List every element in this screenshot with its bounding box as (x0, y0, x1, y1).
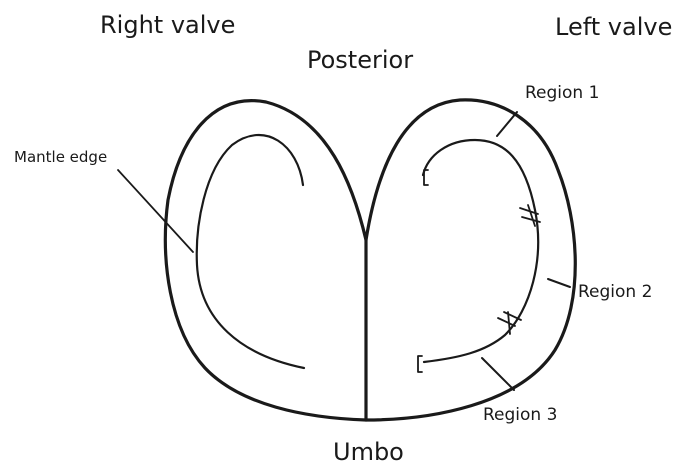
region-1-tick (497, 112, 517, 136)
right-mantle-edge (197, 135, 304, 368)
mantle-edge-leader (118, 170, 193, 252)
region-break-lower (498, 312, 521, 334)
label-umbo: Umbo (333, 440, 404, 464)
label-region-1: Region 1 (525, 85, 599, 102)
label-region-3: Region 3 (483, 407, 557, 424)
label-region-2: Region 2 (578, 284, 652, 301)
region-2-tick (548, 279, 570, 287)
region-3-start-bracket (418, 356, 422, 372)
label-left-valve: Left valve (555, 15, 672, 39)
region-1-start-bracket (424, 170, 428, 185)
shell-outline (165, 100, 575, 420)
label-mantle-edge: Mantle edge (14, 150, 107, 165)
label-right-valve: Right valve (100, 13, 235, 37)
region-3-tick (482, 358, 514, 390)
label-posterior: Posterior (307, 48, 413, 72)
left-mantle-edge (423, 140, 538, 362)
